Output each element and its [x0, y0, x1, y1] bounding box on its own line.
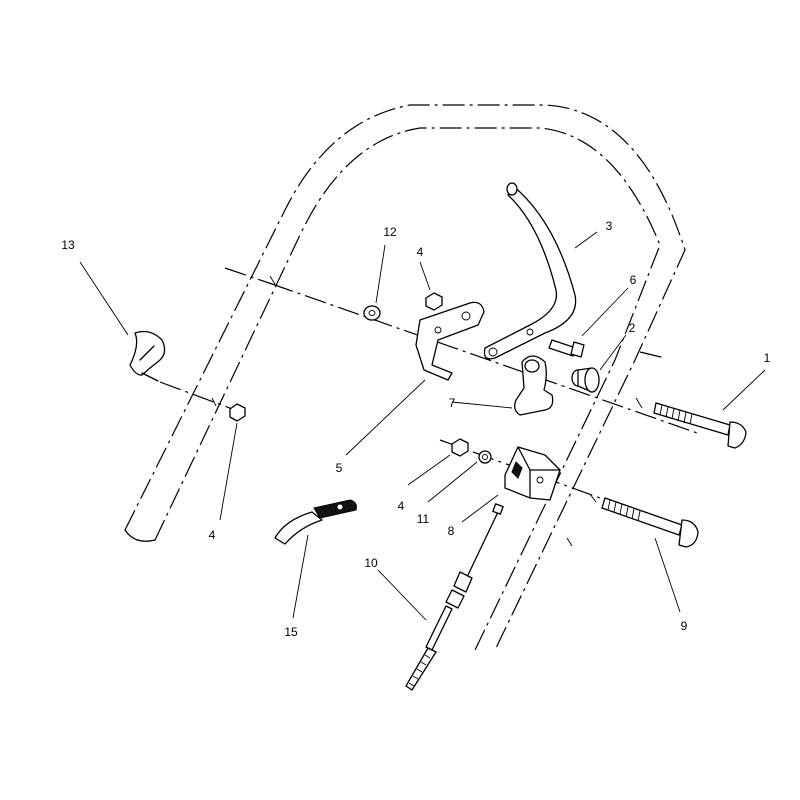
callout-9: 9: [681, 619, 688, 633]
callout-11: 11: [417, 512, 430, 526]
washer-11: [478, 450, 492, 464]
bracket-part: [415, 301, 485, 381]
bolt-6: [548, 339, 585, 358]
callout-12: 12: [383, 225, 397, 239]
hex-nut-top: [425, 292, 443, 311]
washer-11-hole: [482, 454, 488, 460]
callout-1: 1: [764, 351, 771, 365]
lever-bail-part: [483, 182, 577, 360]
callout-6: 6: [630, 273, 637, 287]
callout-15: 15: [284, 625, 298, 639]
callout-10: 10: [364, 556, 378, 570]
callout-8: 8: [448, 524, 455, 538]
callout-5: 5: [336, 461, 343, 475]
callout-2: 2: [629, 321, 636, 335]
callout-4-top: 4: [417, 245, 424, 259]
cam-lever-part: [514, 355, 554, 416]
control-cable-part: [405, 503, 504, 691]
callout-7: 7: [449, 396, 456, 410]
carriage-bolt-9: [601, 497, 699, 548]
carriage-bolt-1: [653, 402, 747, 449]
loop-clip-part: [129, 330, 166, 382]
hex-nut-bottom: [451, 438, 469, 457]
callout-4-left: 4: [209, 528, 216, 542]
clamp-block-part: [504, 446, 561, 501]
callout-3: 3: [606, 219, 613, 233]
cable-tie-part: [274, 499, 357, 545]
handle-frame: [124, 104, 686, 651]
knob-2: [571, 367, 600, 393]
leader-lines: [79, 231, 766, 621]
nut-12: [363, 305, 381, 321]
callout-13: 13: [61, 238, 75, 252]
hex-nut-left: [229, 403, 246, 422]
callout-4-bottom: 4: [398, 499, 405, 513]
nut-12-hole: [368, 310, 376, 316]
